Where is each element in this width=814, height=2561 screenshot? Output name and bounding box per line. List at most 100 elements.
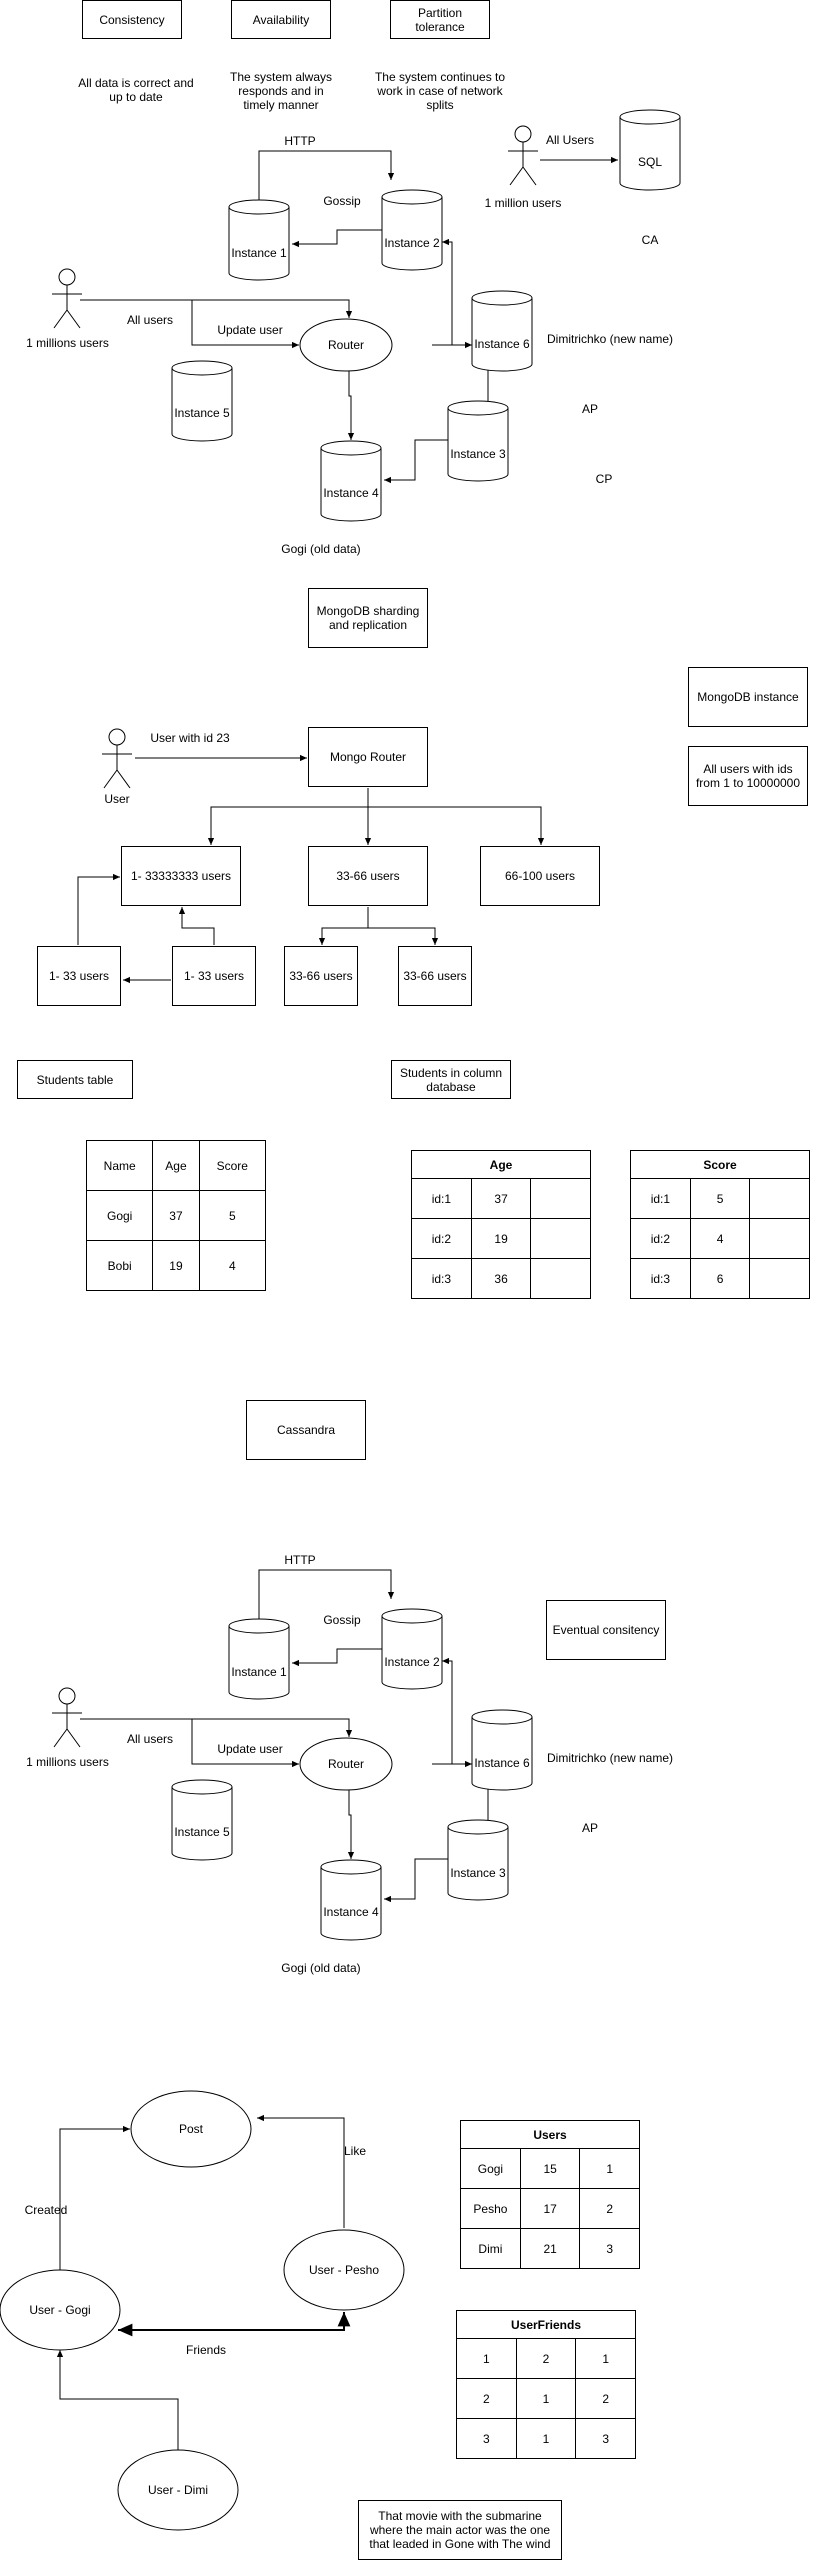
table-cell: 19: [152, 1240, 200, 1291]
cas-ap-label: AP: [581, 1821, 598, 1835]
cas-instance-5-cylinder: [171, 1779, 233, 1861]
partition-label: Partition tolerance: [415, 5, 465, 34]
table-cell: 5: [689, 1178, 751, 1219]
table-row: 3 1 3: [456, 2418, 636, 2459]
cas-update-user-label: Update user: [217, 1742, 283, 1756]
availability-description: The system always responds and in timely…: [229, 70, 333, 112]
replica1b-shard1-connector: [178, 907, 215, 945]
mongo-instance-box: MongoDB instance: [688, 667, 808, 727]
shard-1-label: 1- 33333333 users: [130, 869, 232, 883]
update-user-label: Update user: [217, 323, 283, 337]
mongo-user-label: User: [104, 792, 130, 806]
table-cell: Dimi: [460, 2228, 521, 2269]
instance-1-cylinder: [228, 199, 290, 281]
table-cell: id:1: [411, 1178, 472, 1219]
partition-description: The system continues to work in case of …: [374, 70, 506, 112]
replica-2b-box: 33-66 users: [398, 946, 472, 1006]
gossip-label: Gossip: [323, 194, 361, 208]
partition-box: Partition tolerance: [390, 0, 490, 39]
cas-instance-3-cylinder: [447, 1819, 509, 1901]
cas-instance-6-cylinder: [471, 1709, 533, 1791]
table-cell: [749, 1178, 810, 1219]
cas-gogi-old-label: Gogi (old data): [281, 1961, 361, 1975]
table-row: Pesho 17 2: [460, 2188, 640, 2229]
users-actor-icon: [52, 268, 82, 329]
students-table-title-box: Students table: [17, 1060, 133, 1099]
table-cell: 1: [575, 2338, 636, 2379]
table-row: Bobi 19 4: [85, 1240, 267, 1291]
cas-http-label: HTTP: [284, 1553, 316, 1567]
instance-1-label: Instance 1: [231, 246, 287, 260]
users-table-title: Users: [460, 2120, 640, 2149]
table-cell: 21: [519, 2228, 581, 2269]
sql-cylinder: [619, 109, 681, 191]
table-cell: 2: [575, 2378, 636, 2419]
userfriends-table: UserFriends 1 2 1 2 1 2 3 1 3: [456, 2310, 636, 2459]
gogi-label: User - Gogi: [29, 2303, 91, 2317]
table-cell: id:1: [630, 1178, 691, 1219]
table-cell: 17: [519, 2188, 581, 2229]
students-header-row: Name Age Score: [85, 1140, 267, 1191]
cas-instance-4-cylinder: [320, 1859, 382, 1941]
table-cell: 6: [689, 1258, 751, 1299]
header-score: Score: [198, 1140, 267, 1191]
replica-1a-box: 1- 33 users: [37, 946, 121, 1006]
instance-3-cylinder: [447, 400, 509, 482]
mongo-router-label: Mongo Router: [329, 750, 407, 764]
gogi-ellipse: [0, 2269, 121, 2351]
table-cell: 1: [579, 2148, 640, 2189]
replica-1a-label: 1- 33 users: [48, 969, 110, 983]
dimi-ellipse: [117, 2449, 239, 2531]
score-column-table: Score id:1 5 id:2 4 id:3 6: [630, 1150, 810, 1299]
consistency-description: All data is correct and up to date: [78, 76, 194, 104]
mongo-instance-label: MongoDB instance: [697, 690, 799, 704]
instance-4-label: Instance 4: [323, 486, 379, 500]
shard-2-box: 33-66 users: [308, 846, 428, 906]
dimi-label: User - Dimi: [148, 2483, 208, 2497]
cas-instance-2-label: Instance 2: [384, 1655, 440, 1669]
shard2-replicas-connector: [318, 907, 369, 945]
created-label: Created: [24, 2203, 68, 2217]
instance6-instance2-connector: [442, 238, 472, 346]
sql-users-actor-icon: [508, 125, 538, 186]
cassandra-title-label: Cassandra: [276, 1423, 336, 1437]
created-connector: [59, 2125, 130, 2270]
movie-note-box: That movie with the submarine where the …: [358, 2500, 562, 2560]
post-ellipse: [130, 2090, 252, 2168]
cas-dimitrichko-label: Dimitrichko (new name): [546, 1751, 674, 1765]
users-table: Users Gogi 15 1 Pesho 17 2 Dimi 21 3: [460, 2120, 640, 2269]
cas-instance3-instance4-connector: [384, 1858, 448, 1903]
table-cell: id:3: [411, 1258, 472, 1299]
instance-6-label: Instance 6: [474, 337, 530, 351]
cas-instance-5-label: Instance 5: [174, 1825, 230, 1839]
table-cell: 2: [456, 2378, 517, 2419]
mongo-instance-desc-label: All users with ids from 1 to 10000000: [695, 762, 801, 790]
table-row: id:3 36: [411, 1258, 591, 1299]
eventual-consistency-box: Eventual consitency: [546, 1600, 666, 1660]
table-cell: [530, 1258, 591, 1299]
table-cell: id:3: [630, 1258, 691, 1299]
like-connector: [257, 2114, 345, 2228]
http-label: HTTP: [284, 134, 316, 148]
cas-gossip-connector: [292, 1648, 383, 1667]
cas-gossip-label: Gossip: [323, 1613, 361, 1627]
consistency-label: Consistency: [99, 12, 165, 27]
cas-instance-2-cylinder: [381, 1608, 443, 1690]
shard-1-box: 1- 33333333 users: [121, 846, 241, 906]
movie-note-label: That movie with the submarine where the …: [369, 2509, 551, 2551]
cp-label: CP: [595, 472, 613, 486]
table-cell: 36: [470, 1258, 532, 1299]
students-column-title-box: Students in column database: [391, 1060, 511, 1099]
table-row: id:3 6: [630, 1258, 810, 1299]
instance-5-label: Instance 5: [174, 406, 230, 420]
replica-2b-label: 33-66 users: [403, 969, 467, 983]
instance-4-cylinder: [320, 440, 382, 522]
score-column-title: Score: [630, 1150, 810, 1179]
table-cell: Gogi: [460, 2148, 521, 2189]
table-row: Gogi 15 1: [460, 2148, 640, 2189]
age-column-table: Age id:1 37 id:2 19 id:3 36: [411, 1150, 591, 1299]
instance-3-label: Instance 3: [450, 447, 506, 461]
students-table: Name Age Score Gogi 37 5 Bobi 19 4: [85, 1140, 267, 1291]
instance-5-cylinder: [171, 360, 233, 442]
